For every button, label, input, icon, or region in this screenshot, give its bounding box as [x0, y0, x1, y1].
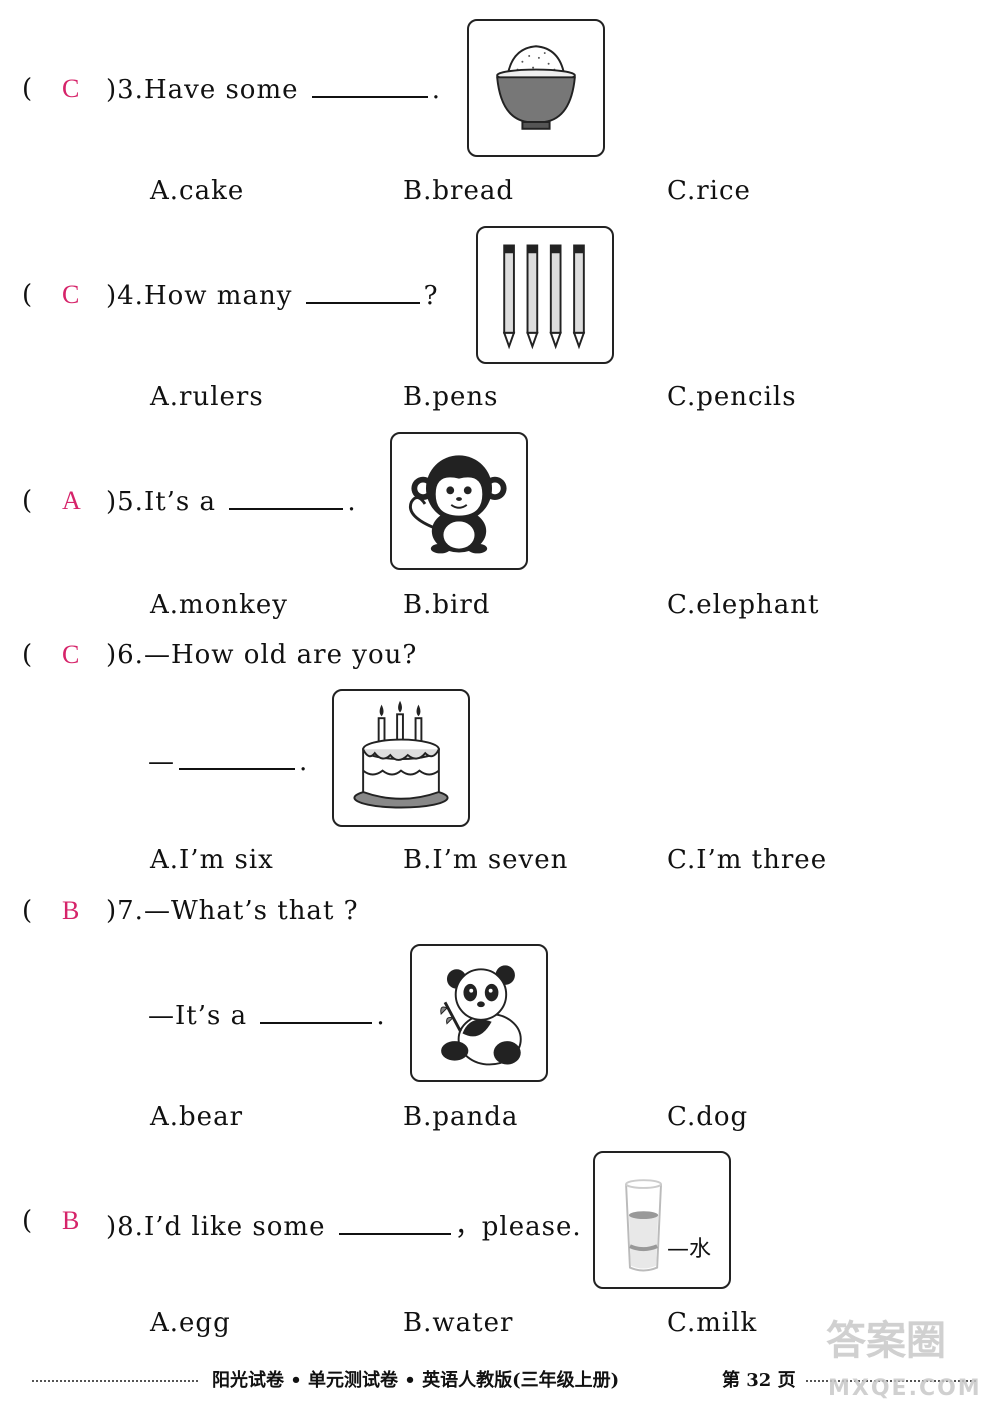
watermark-logo: 答案圈 — [826, 1318, 946, 1364]
answer-blank — [338, 1211, 451, 1235]
watermark-url: MXQE.COM — [828, 1376, 982, 1401]
answer-blank — [260, 1000, 373, 1024]
option-a: A.I’m six — [150, 845, 274, 875]
question-number: )4. — [106, 281, 144, 311]
question-end: . — [347, 487, 357, 517]
question-text: )8.I’d like some ，please. — [106, 1206, 582, 1243]
answer-blank — [179, 746, 295, 770]
panda-image — [410, 944, 548, 1082]
option-b: B.panda — [403, 1102, 519, 1132]
option-b: B.bird — [403, 590, 491, 620]
question-end: . — [431, 75, 442, 105]
option-c: C.I’m three — [667, 845, 828, 875]
question-end: . — [376, 1001, 386, 1031]
option-b: B.water — [403, 1308, 514, 1338]
question-prompt: —What’s that ? — [143, 896, 359, 926]
option-b: B.pens — [403, 382, 499, 412]
reply-dash: — — [148, 747, 175, 777]
answer-letter: C — [62, 74, 80, 103]
question-text: )6.—How old are you? — [106, 640, 417, 670]
question-text: )3.Have some . — [106, 74, 441, 105]
option-a: A.cake — [150, 176, 245, 206]
question-text: )5.It’s a . — [106, 486, 357, 517]
question-number: )8. — [106, 1212, 144, 1242]
open-paren: ( — [22, 486, 33, 516]
option-a: A.rulers — [150, 382, 264, 412]
rice-bowl-image — [467, 19, 605, 157]
footer-dotted-line-left — [32, 1380, 198, 1382]
question-prompt: Have some — [143, 75, 299, 105]
open-paren: ( — [22, 640, 33, 670]
question-text: )4.How many ? — [106, 280, 439, 311]
question-end: ，please. — [454, 1212, 582, 1242]
footer-title: 阳光试卷 • 单元测试卷 • 英语人教版(三年级上册) — [212, 1370, 620, 1391]
reply-line: —It’s a . — [148, 1000, 386, 1031]
open-paren: ( — [22, 896, 33, 926]
pencils-image — [476, 226, 614, 364]
monkey-image — [390, 432, 528, 570]
question-prompt: I’d like some — [143, 1212, 326, 1242]
answer-blank — [305, 280, 420, 304]
option-a: A.bear — [150, 1102, 244, 1132]
birthday-cake-image — [332, 689, 470, 827]
option-c: C.pencils — [667, 382, 797, 412]
answer-letter: C — [62, 640, 80, 669]
answer-letter: A — [62, 486, 81, 515]
question-prompt: How many — [143, 281, 293, 311]
option-c: C.dog — [667, 1102, 749, 1132]
option-a: A.egg — [150, 1308, 231, 1338]
answer-letter: B — [62, 1206, 80, 1235]
water-label: —水 — [667, 1237, 712, 1262]
answer-blank — [311, 74, 428, 98]
water-glass-image: —水 — [593, 1151, 731, 1289]
footer-dotted-line-right — [806, 1380, 976, 1382]
open-paren: ( — [22, 1206, 33, 1236]
footer-page-number: 第 32 页 — [722, 1370, 796, 1391]
option-a: A.monkey — [150, 590, 288, 620]
answer-blank — [229, 486, 344, 510]
option-c: C.rice — [667, 176, 751, 206]
option-c: C.elephant — [667, 590, 820, 620]
question-prompt: —How old are you? — [143, 640, 418, 670]
question-number: )5. — [106, 487, 144, 517]
question-text: )7.—What’s that ? — [106, 896, 359, 926]
open-paren: ( — [22, 74, 33, 104]
question-prompt: It’s a — [143, 487, 217, 517]
reply-prefix: —It’s a — [148, 1001, 248, 1031]
question-number: )3. — [106, 75, 144, 105]
open-paren: ( — [22, 280, 33, 310]
answer-letter: C — [62, 280, 80, 309]
option-b: B.I’m seven — [403, 845, 569, 875]
reply-line: —. — [148, 746, 308, 777]
option-c: C.milk — [667, 1308, 758, 1338]
question-end: . — [299, 747, 309, 777]
answer-letter: B — [62, 896, 80, 925]
question-number: )7. — [106, 896, 144, 926]
question-end: ? — [423, 281, 439, 311]
option-b: B.bread — [403, 176, 514, 206]
question-number: )6. — [106, 640, 144, 670]
